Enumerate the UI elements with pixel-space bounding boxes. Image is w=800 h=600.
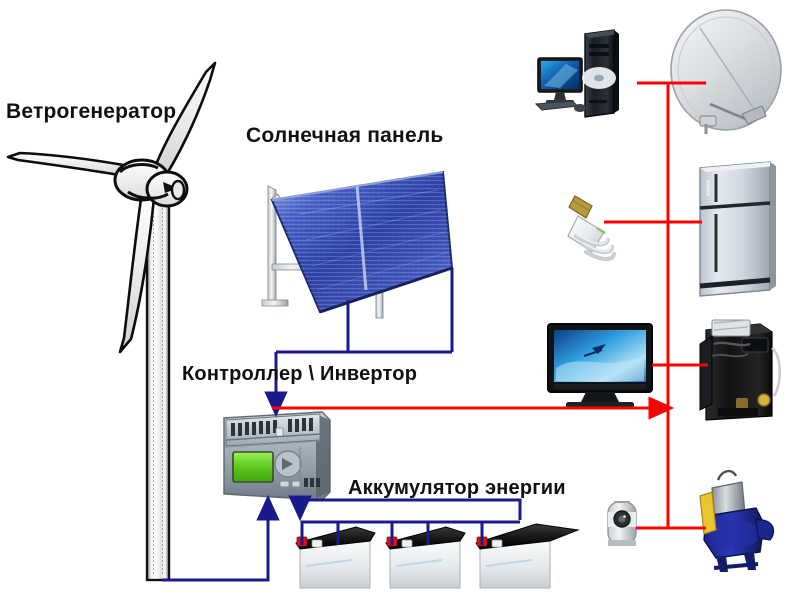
ac-wiring xyxy=(272,81,708,530)
satellite-dish xyxy=(670,9,782,134)
turbine-tower xyxy=(145,186,171,582)
label-controller-inverter: Контроллер \ Инвертор xyxy=(182,363,418,385)
turbine-nacelle xyxy=(113,158,189,208)
boiler-heater xyxy=(699,319,782,421)
solar-panel-array xyxy=(270,170,454,314)
solar-panel xyxy=(261,170,454,319)
battery-bank xyxy=(295,523,580,589)
battery-2 xyxy=(385,526,466,589)
wind-turbine xyxy=(6,61,217,582)
television xyxy=(547,323,653,408)
label-battery-storage: Аккумулятор энергии xyxy=(348,477,566,499)
label-wind-generator: Ветрогенератор xyxy=(6,100,177,123)
refrigerator xyxy=(699,161,776,297)
battery-1 xyxy=(295,526,376,589)
wire-battery-link-2 xyxy=(390,520,430,545)
battery-3 xyxy=(475,523,580,589)
cfl-light-bulb xyxy=(567,195,617,262)
controller-inverter xyxy=(223,411,331,501)
wire-battery-to-controller xyxy=(288,495,522,522)
dc-wiring xyxy=(162,268,522,582)
controller-keypad xyxy=(274,427,302,488)
turbine-blades xyxy=(6,61,217,354)
label-solar-panel: Солнечная панель xyxy=(246,124,444,147)
desktop-computer xyxy=(534,29,619,118)
wire-battery-link-1 xyxy=(300,520,340,545)
wire-turbine-down xyxy=(162,494,280,582)
security-camera xyxy=(607,501,637,546)
controller-display xyxy=(232,451,274,483)
water-pump xyxy=(699,469,775,572)
controller-terminals-bottom xyxy=(304,478,320,487)
controller-terminals-top xyxy=(225,413,321,447)
